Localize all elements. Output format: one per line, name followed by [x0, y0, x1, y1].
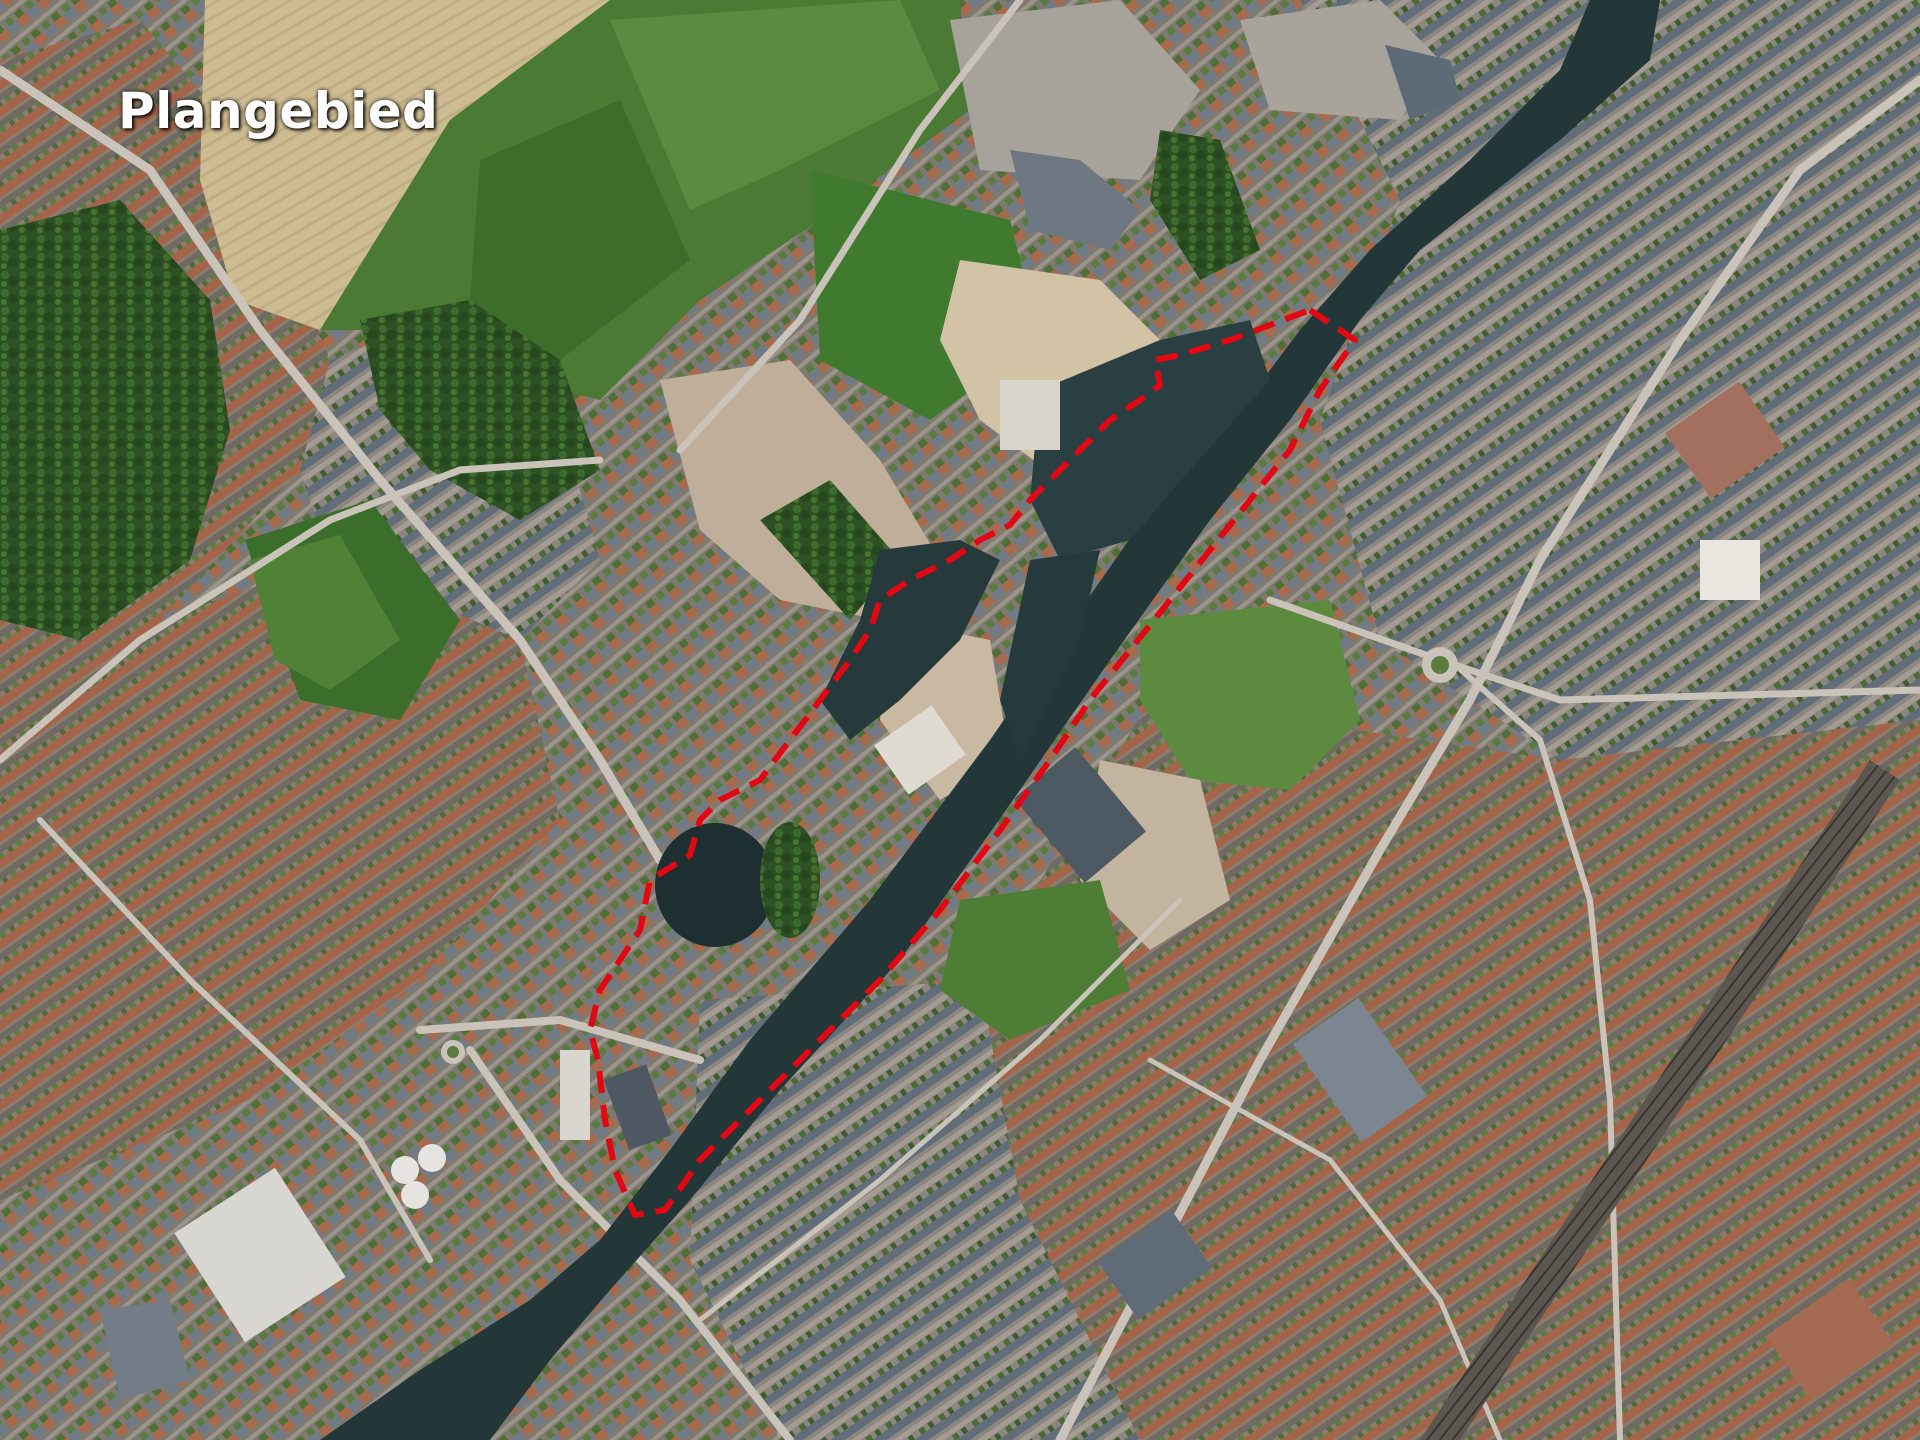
- map-title: Plangebied: [118, 82, 439, 140]
- plan-area-outline: [587, 307, 1358, 1218]
